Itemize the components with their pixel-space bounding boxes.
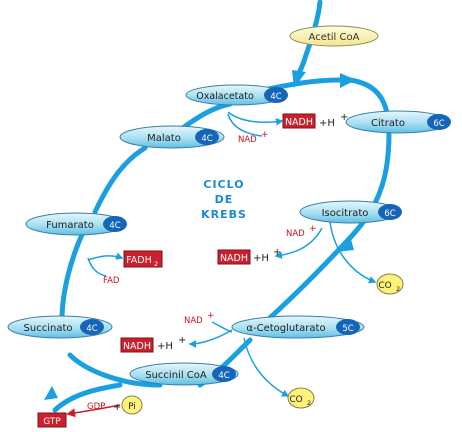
cetoglutarato-label: α-Cetoglutarato xyxy=(246,323,325,334)
fadh2-label: FADH xyxy=(126,255,152,266)
nadh-label-3: NADH xyxy=(123,341,151,352)
isocitrato-carbons: 6C xyxy=(384,209,395,219)
nadh-box-1: NADH +H + xyxy=(282,112,348,129)
oxalacetato-carbons: 4C xyxy=(270,92,281,102)
nad-plus-2: + xyxy=(309,224,317,234)
acetyl-arrowhead xyxy=(292,70,306,88)
malato-label: Malato xyxy=(147,133,181,144)
nadh-label-1: NADH xyxy=(285,117,313,128)
pi-label: Pi xyxy=(128,402,136,412)
title-line-2: DE xyxy=(215,193,234,206)
nad-plus-3: + xyxy=(207,311,215,321)
gtp-exit-line xyxy=(52,382,123,413)
plus-sign-3: + xyxy=(178,335,186,346)
node-cetoglutarato: α-Cetoglutarato 5C xyxy=(231,315,365,339)
nad-label-2: NAD xyxy=(286,229,305,239)
succinil-coa-carbons: 4C xyxy=(218,371,229,381)
cycle-arrowheads xyxy=(44,73,356,400)
oxalacetato-label: Oxalacetato xyxy=(196,91,254,102)
nad-label-3: NAD xyxy=(184,316,203,326)
isocitrato-label: Isocitrato xyxy=(322,208,369,219)
title-line-1: CICLO xyxy=(203,178,244,191)
co2-bubble-2: CO 2 xyxy=(287,387,315,409)
fumarato-carbons: 4C xyxy=(109,221,120,231)
co2-sub-1: 2 xyxy=(396,285,400,293)
gtp-label: GTP xyxy=(43,417,61,427)
malato-carbons: 4C xyxy=(201,134,212,144)
acetyl-coa-node: Acetil CoA xyxy=(289,25,379,47)
cycle-ring xyxy=(59,77,392,388)
plus-sign-1: + xyxy=(340,112,348,123)
node-citrato: Citrato 6C xyxy=(345,110,451,134)
gtp-red-arrow xyxy=(66,404,121,418)
plus-h-label-3: +H xyxy=(157,341,173,352)
gtp-box: GTP xyxy=(37,412,67,428)
nadh-box-2: NADH +H + xyxy=(217,247,281,265)
nad-plus-1: + xyxy=(261,130,269,140)
nad-label-group-1: NAD + xyxy=(238,130,269,145)
succinato-label: Succinato xyxy=(24,323,73,334)
node-oxalacetato: Oxalacetato 4C xyxy=(185,84,288,106)
node-malato: Malato 4C xyxy=(119,125,225,149)
fad-label: FAD xyxy=(103,276,120,286)
citrato-carbons: 6C xyxy=(433,119,444,129)
succinato-carbons: 4C xyxy=(86,324,97,334)
co2-label-1: CO xyxy=(378,281,391,291)
side-arrows xyxy=(87,111,377,397)
title-line-3: KREBS xyxy=(201,208,247,221)
nadh-box-3: NADH +H + xyxy=(120,335,186,353)
node-succinil-coa: Succinil CoA 4C xyxy=(129,362,239,386)
plus-h-label-2: +H xyxy=(253,253,269,264)
co2-label-2: CO xyxy=(289,395,302,405)
fumarato-label: Fumarato xyxy=(46,220,94,231)
fadh2-box: FADH 2 xyxy=(123,250,163,268)
plus-sign-2: + xyxy=(273,247,281,258)
succinil-coa-label: Succinil CoA xyxy=(145,370,207,381)
cycle-title: CICLO DE KREBS xyxy=(201,178,247,221)
fadh2-sub: 2 xyxy=(154,260,158,268)
co2-bubble-1: CO 2 xyxy=(376,273,404,295)
nadh-label-2: NADH xyxy=(220,253,248,264)
nad-label-group-3: NAD + xyxy=(184,311,215,326)
plus-h-label-1: +H xyxy=(319,118,335,129)
cetoglutarato-carbons: 5C xyxy=(342,324,353,334)
gdp-pi-group: GDP + Pi xyxy=(87,395,143,415)
gdp-label: GDP xyxy=(87,402,105,412)
gdp-plus: + xyxy=(113,402,121,413)
acetyl-coa-label: Acetil CoA xyxy=(309,32,360,43)
citrato-label: Citrato xyxy=(371,118,405,129)
nad-label-1: NAD xyxy=(238,135,257,145)
co2-sub-2: 2 xyxy=(307,399,311,407)
node-fumarato: Fumarato 4C xyxy=(25,212,127,236)
nad-label-group-2: NAD + xyxy=(286,224,317,239)
node-succinato: Succinato 4C xyxy=(7,315,113,339)
node-isocitrato: Isocitrato 6C xyxy=(299,200,402,224)
